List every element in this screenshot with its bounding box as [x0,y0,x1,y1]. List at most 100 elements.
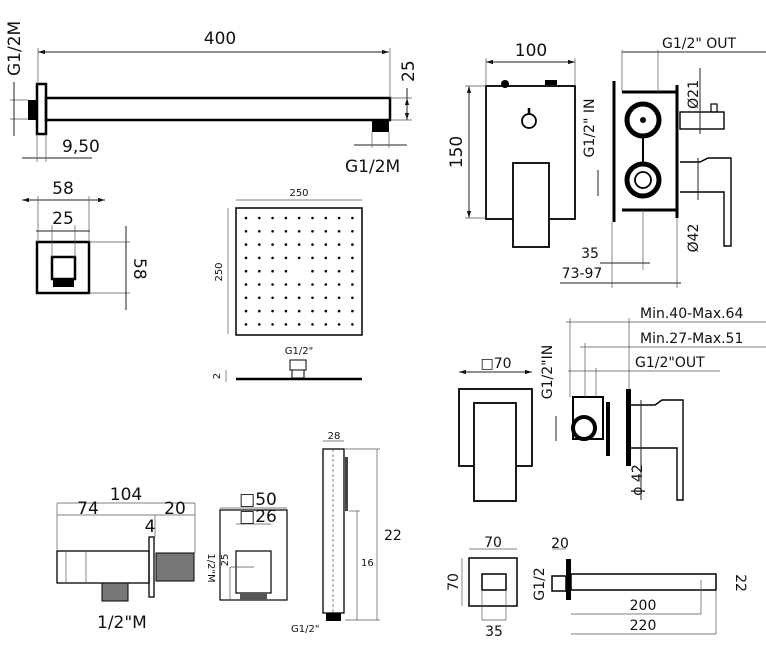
nozzle-dot [311,323,314,326]
nozzle-dot [324,323,328,326]
hand-connection: G1/2" [291,624,319,635]
nozzle-dot [351,296,354,300]
nozzle-dot [351,269,354,273]
hand-spray-offset: 16 [361,558,374,569]
nozzle-dot [324,296,328,300]
nozzle-dot [351,216,354,220]
nozzle-dot [271,216,274,220]
nozzle-dot [297,323,301,326]
nozzle-dot [297,256,301,260]
mixer-inlet: G1/2"IN [540,345,556,399]
nozzle-dot [324,256,328,260]
nozzle-dot [311,216,314,220]
nozzle-dot [271,256,274,260]
spout-thread: G1/2 [532,567,548,600]
outlet-square-26: □26 [239,507,277,527]
nozzle-dot [258,216,261,220]
outlet-bottom-thread: 1/2"M [97,613,147,633]
dim-9-50: 9,50 [62,137,100,157]
head-nozzles [244,216,354,326]
nozzle-dot [244,296,248,300]
outlet-side-thread: 1/2"M [205,553,216,582]
dim-58-width: 58 [52,179,74,199]
diverter-inlet: G1/2" IN [582,99,598,158]
nozzle-dot [337,243,341,246]
dim-100: 100 [515,41,547,61]
spout-plate-height: 70 [446,573,462,591]
diverter-mixer-drawing: 100 150 G1/2" OUT Ø21 G1/2" IN Ø42 35 [447,36,766,288]
mixer-range-1: Min.40-Max.64 [640,306,743,322]
nozzle-dot [271,283,274,286]
nozzle-dot [258,283,261,286]
nozzle-dot [244,230,248,233]
nozzle-dot [351,243,354,246]
nozzle-dot [337,283,341,286]
outlet-height-25: 25 [220,554,231,567]
nozzle-dot [284,283,288,286]
arm-wall-thread [28,100,37,120]
outlet-square-50: □50 [239,490,277,510]
mixer-plate-size: □70 [480,356,511,372]
dim-g12m-wall: G1/2M [5,21,25,76]
nozzle-dot [351,283,354,286]
dim-73-97: 73-97 [562,266,603,282]
hand-width: 28 [328,431,341,442]
nozzle-dot [244,283,248,286]
nozzle-dot [311,296,314,300]
diverter-diam-42: Ø42 [686,224,702,253]
dim-58-height: 58 [129,258,149,280]
flange-socket [50,255,77,281]
mixer-range-2: Min.27-Max.51 [640,331,743,347]
spout-length-200: 200 [630,598,657,614]
nozzle-dot [324,230,328,233]
nozzle-dot [337,256,341,260]
nozzle-dot [284,216,288,220]
nozzle-dot [297,216,301,220]
nozzle-dot [258,269,261,273]
dim-2: 2 [212,373,223,379]
nozzle-dot [271,269,274,273]
nozzle-dot [258,256,261,260]
arm-wall-flange [35,82,48,136]
nozzle-dot [244,269,248,273]
nozzle-dot [244,256,248,260]
nozzle-dot [351,230,354,233]
nozzle-dot [351,323,354,326]
nozzle-dot [324,309,328,313]
nozzle-dot [284,296,288,300]
shower-head-drawing: 250 250 G1/2" 2 [212,188,363,382]
nozzle-dot [271,309,274,313]
nozzle-dot [337,323,341,326]
nozzle-dot [271,243,274,246]
nozzle-dot [337,216,341,220]
single-mixer-drawing: □70 Min.40-Max.64 Min.27-Max.51 G1/2"OUT… [458,306,766,502]
nozzle-dot [324,243,328,246]
dim-250-depth: 250 [214,262,225,281]
spout-plate-width: 70 [484,535,502,551]
spout-diameter: 22 [732,574,748,592]
nozzle-dot [351,256,354,260]
outlet-dim-4: 4 [145,517,156,537]
arm-flange-drawing: 58 25 58 [22,179,149,310]
nozzle-dot [337,230,341,233]
hand-length: 22 [384,528,402,544]
nozzle-dot [311,309,314,313]
nozzle-dot [284,323,288,326]
spout-flange: 20 [551,536,569,552]
spout-length-220: 220 [630,618,657,634]
nozzle-dot [311,243,314,246]
nozzle-dot [271,230,274,233]
head-plate [235,207,363,336]
nozzle-dot [297,296,301,300]
nozzle-dot [258,230,261,233]
nozzle-dot [311,269,314,273]
head-connection: G1/2" [285,346,313,357]
nozzle-dot [284,243,288,246]
diverter-diam-21: Ø21 [686,80,702,109]
nozzle-dot [297,283,301,286]
nozzle-dot [258,243,261,246]
nozzle-dot [284,269,288,273]
arm-tube [44,96,392,122]
nozzle-dot [271,323,274,326]
